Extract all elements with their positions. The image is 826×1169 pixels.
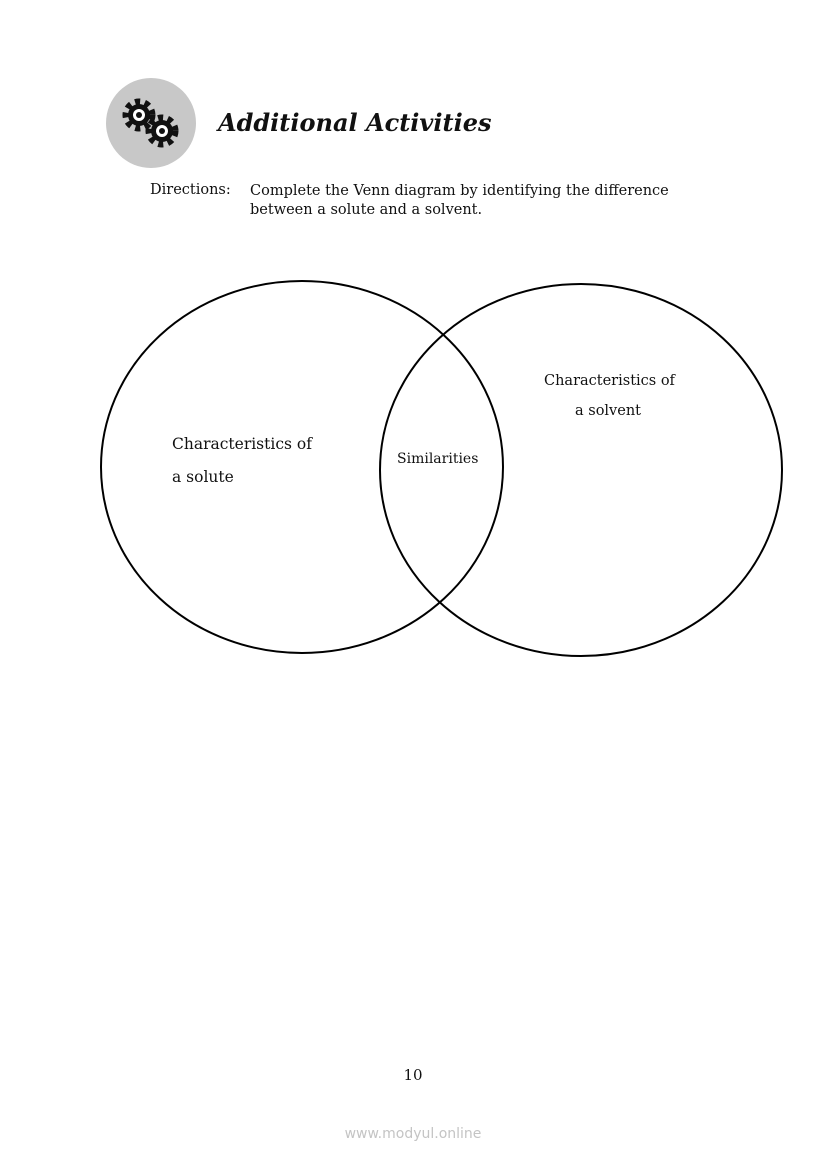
- solvent-label-line-1: Characteristics of: [544, 373, 675, 389]
- section-title: Additional Activities: [218, 108, 492, 137]
- directions-line-1: Complete the Venn diagram by identifying…: [250, 183, 669, 199]
- directions-text: Complete the Venn diagram by identifying…: [250, 182, 690, 220]
- similarities-label: Similarities: [397, 451, 479, 467]
- venn-circle-solute: [100, 280, 504, 654]
- solute-label-line-1: Characteristics of: [172, 435, 312, 453]
- watermark: www.modyul.online: [344, 1126, 482, 1142]
- gears-icon: [106, 78, 196, 168]
- venn-circle-solvent: [379, 283, 783, 657]
- directions-line-2: between a solute and a solvent.: [250, 202, 483, 218]
- solute-label-line-2: a solute: [172, 468, 234, 486]
- solvent-label-line-2: a solvent: [575, 403, 642, 419]
- directions-label: Directions:: [150, 182, 231, 198]
- page-number: 10: [403, 1066, 423, 1084]
